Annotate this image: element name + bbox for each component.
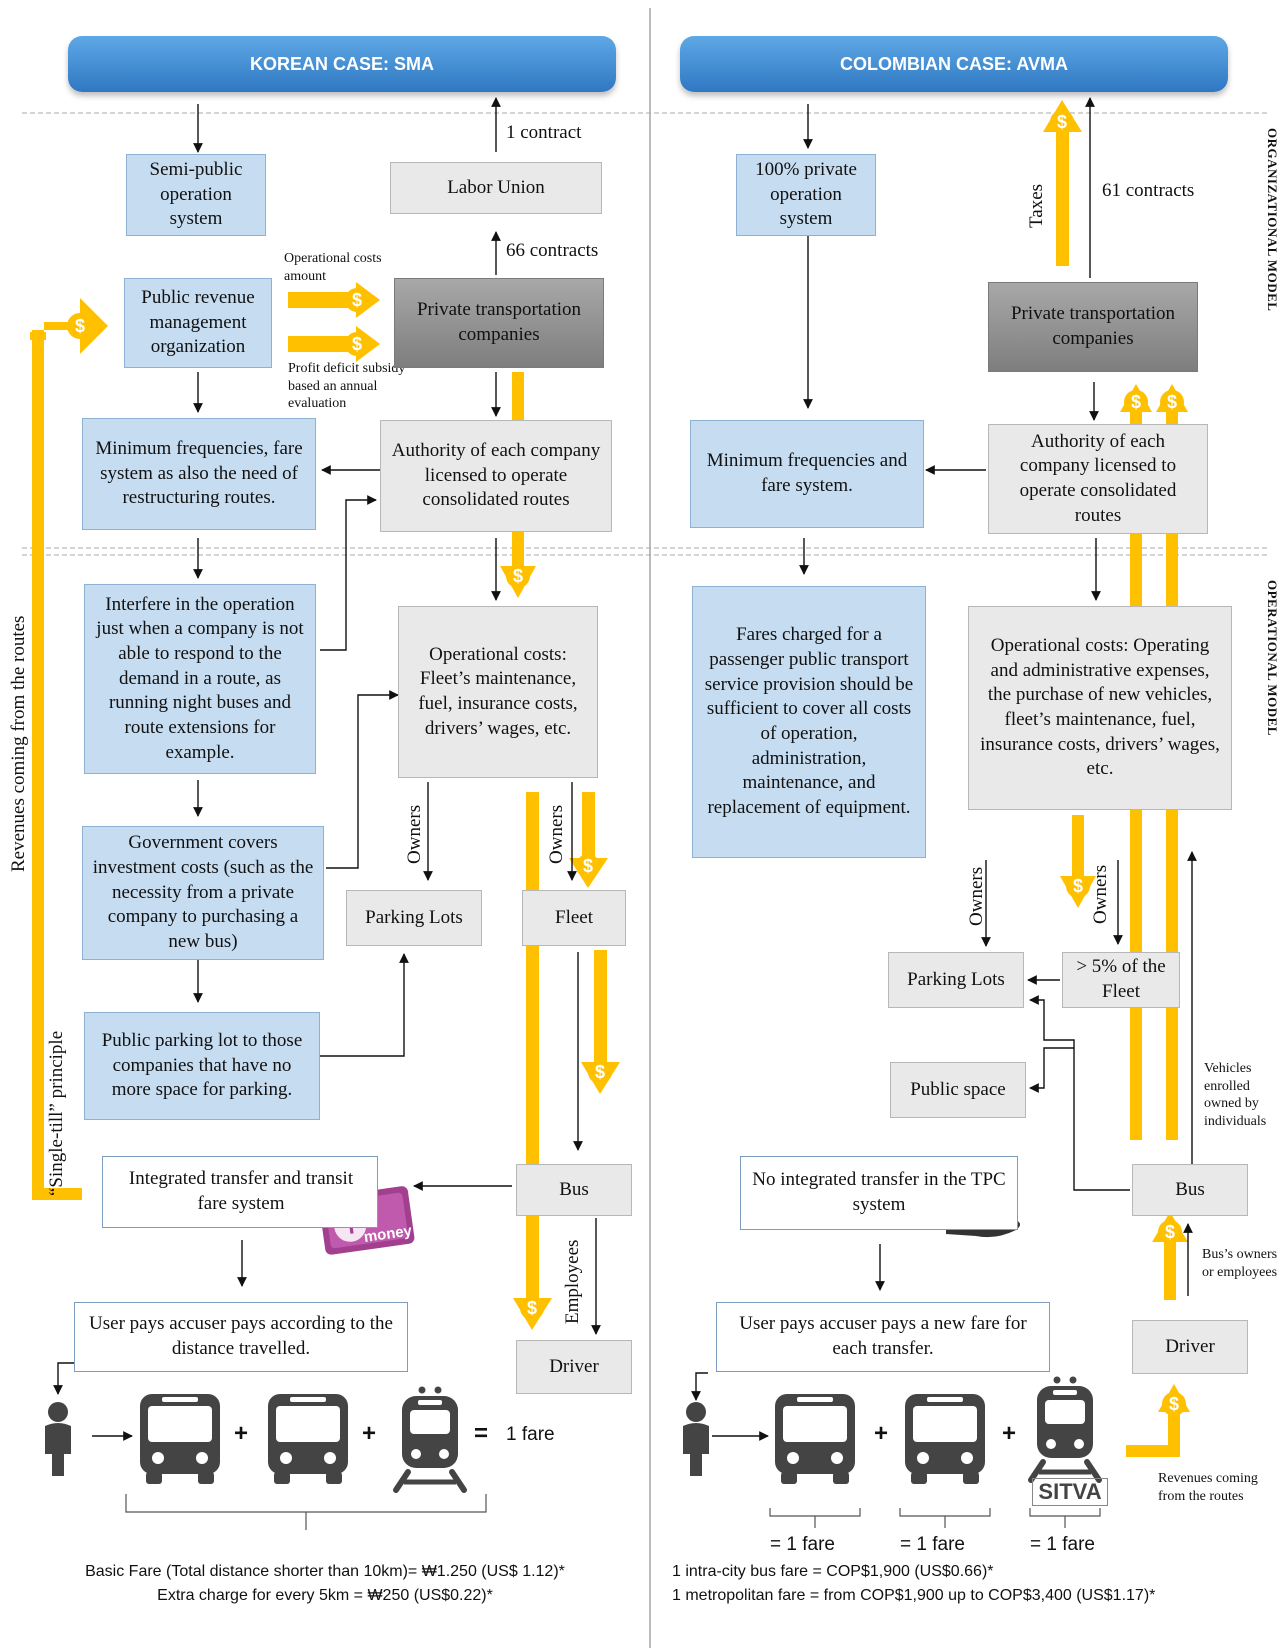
svg-text:$: $ bbox=[595, 1062, 605, 1082]
revenues-routes-label-korea: Revenues coming from the routes bbox=[8, 615, 29, 872]
min-freq-box-colombia: Minimum frequencies and fare system. bbox=[690, 420, 924, 528]
sixtyone-contracts-label: 61 contracts bbox=[1102, 180, 1195, 201]
owners-label-korea-2: Owners bbox=[546, 804, 567, 864]
basic-fare-text: Basic Fare (Total distance shorter than … bbox=[85, 1563, 565, 1580]
svg-text:$: $ bbox=[527, 1298, 537, 1318]
fleet-box-korea: Fleet bbox=[522, 890, 626, 946]
svg-text:$: $ bbox=[1165, 1222, 1175, 1242]
user-pays-box-colombia: User pays accuser pays a new fare for ea… bbox=[716, 1302, 1050, 1372]
extra-charge-text: Extra charge for every 5km = ₩250 (US$0.… bbox=[157, 1587, 493, 1604]
dollar-icon: $ bbox=[588, 1060, 612, 1084]
equals-sign: = bbox=[474, 1420, 489, 1447]
dollar-icon: $ bbox=[67, 313, 93, 339]
sitva-logo: SITVA bbox=[1032, 1478, 1108, 1506]
taxes-label: Taxes bbox=[1026, 183, 1047, 228]
one-fare-label-korea: 1 fare bbox=[506, 1424, 555, 1445]
private-companies-box-colombia: Private transportation companies bbox=[988, 282, 1198, 372]
dollar-icon: $ bbox=[345, 288, 369, 312]
plus-sign: + bbox=[234, 1420, 249, 1447]
operational-model-label: OPERATIONAL MODEL bbox=[1265, 580, 1280, 736]
interfere-box: Interfere in the operation just when a c… bbox=[84, 584, 316, 774]
dollar-icon: $ bbox=[1162, 1392, 1186, 1416]
bus-icon bbox=[268, 1394, 348, 1484]
integrated-fare-box: Integrated transfer and transit fare sys… bbox=[102, 1156, 378, 1228]
svg-text:$: $ bbox=[1167, 392, 1177, 412]
fare-each-label-3: = 1 fare bbox=[1030, 1534, 1095, 1555]
dollar-icon: $ bbox=[1160, 390, 1184, 414]
public-space-box: Public space bbox=[890, 1062, 1026, 1118]
svg-text:$: $ bbox=[75, 316, 85, 336]
semi-public-box: Semi-public operation system bbox=[126, 154, 266, 236]
private-companies-box-korea: Private transportation companies bbox=[394, 278, 604, 368]
svg-text:$: $ bbox=[1131, 392, 1141, 412]
min-freq-box-korea: Minimum frequencies, fare system as also… bbox=[82, 418, 316, 530]
person-icon bbox=[45, 1402, 71, 1476]
owners-label-colombia-1: Owners bbox=[966, 866, 987, 926]
intra-city-fare-text: 1 intra-city bus fare = COP$1,900 (US$0.… bbox=[672, 1563, 994, 1580]
driver-box-colombia: Driver bbox=[1132, 1320, 1248, 1374]
dollar-icon: $ bbox=[1066, 874, 1090, 898]
organizational-model-label: ORGANIZATIONAL MODEL bbox=[1265, 128, 1280, 312]
five-pct-fleet-box: > 5% of the Fleet bbox=[1062, 952, 1180, 1008]
public-parking-box: Public parking lot to those companies th… bbox=[84, 1012, 320, 1120]
svg-text:$: $ bbox=[1073, 876, 1083, 896]
train-icon bbox=[1031, 1377, 1099, 1481]
op-costs-box-korea: Operational costs: Fleet’s maintenance, … bbox=[398, 606, 598, 778]
svg-text:$: $ bbox=[352, 334, 362, 354]
plus-sign: + bbox=[362, 1420, 377, 1447]
svg-text:$: $ bbox=[352, 290, 362, 310]
bus-icon bbox=[775, 1394, 855, 1484]
sixtysix-contracts-label: 66 contracts bbox=[506, 240, 599, 261]
fare-each-label-1: = 1 fare bbox=[770, 1534, 835, 1555]
svg-text:$: $ bbox=[1057, 112, 1067, 132]
op-costs-box-colombia: Operational costs: Operating and adminis… bbox=[968, 606, 1232, 810]
dollar-icon: $ bbox=[576, 854, 600, 878]
dollar-icon: $ bbox=[345, 332, 369, 356]
parking-lots-box-colombia: Parking Lots bbox=[888, 952, 1024, 1008]
owners-label-colombia-2: Owners bbox=[1090, 864, 1111, 924]
dollar-icon: $ bbox=[506, 564, 530, 588]
authority-box-korea: Authority of each company licensed to op… bbox=[380, 420, 612, 532]
driver-box-korea: Driver bbox=[516, 1340, 632, 1394]
owners-label-korea-1: Owners bbox=[404, 804, 425, 864]
metropolitan-fare-text: 1 metropolitan fare = from COP$1,900 up … bbox=[672, 1587, 1156, 1604]
private-system-box: 100% private operation system bbox=[736, 154, 876, 236]
bus-box-colombia: Bus bbox=[1132, 1164, 1248, 1216]
fare-each-label-2: = 1 fare bbox=[900, 1534, 965, 1555]
profit-deficit-label: Profit deficit subsidy based an annual e… bbox=[288, 361, 406, 411]
parking-lots-box-korea: Parking Lots bbox=[346, 890, 482, 946]
one-contract-label: 1 contract bbox=[506, 122, 582, 143]
bus-icon bbox=[905, 1394, 985, 1484]
no-integrated-box: No integrated transfer in the TPC system bbox=[740, 1156, 1018, 1230]
single-till-label: “Single-till” principle bbox=[46, 1030, 67, 1196]
revenues-routes-label-colombia: Revenues coming from the routes bbox=[1158, 1471, 1258, 1504]
employees-label: Employees bbox=[562, 1239, 583, 1324]
header-colombian-case: COLOMBIAN CASE: AVMA bbox=[680, 36, 1228, 92]
plus-sign: + bbox=[1002, 1420, 1017, 1447]
authority-box-colombia: Authority of each company licensed to op… bbox=[988, 424, 1208, 534]
operational-costs-amount-label: Operational costs amount bbox=[284, 251, 382, 284]
dollar-icon: $ bbox=[520, 1296, 544, 1320]
fares-charged-box: Fares charged for a passenger public tra… bbox=[692, 586, 926, 858]
svg-text:$: $ bbox=[513, 566, 523, 586]
user-pays-box-korea: User pays accuser pays according to the … bbox=[74, 1302, 408, 1372]
bus-owners-label: Bus’s owners or employees bbox=[1202, 1247, 1278, 1280]
plus-sign: + bbox=[874, 1420, 889, 1447]
svg-text:money: money bbox=[363, 1222, 414, 1246]
labor-union-box: Labor Union bbox=[390, 162, 602, 214]
train-icon bbox=[396, 1387, 464, 1491]
header-korean-case: KOREAN CASE: SMA bbox=[68, 36, 616, 92]
person-icon bbox=[683, 1402, 709, 1476]
dollar-icon: $ bbox=[1124, 390, 1148, 414]
dollar-icon: $ bbox=[1050, 110, 1074, 134]
vehicles-enrolled-label: Vehicles enrolled owned by individuals bbox=[1204, 1061, 1267, 1129]
svg-text:$: $ bbox=[583, 856, 593, 876]
svg-text:$: $ bbox=[1169, 1394, 1179, 1414]
dollar-icon: $ bbox=[1158, 1220, 1182, 1244]
bus-box-korea: Bus bbox=[516, 1164, 632, 1216]
gov-covers-box: Government covers investment costs (such… bbox=[82, 826, 324, 960]
bus-icon bbox=[140, 1394, 220, 1484]
public-revenue-box: Public revenue management organization bbox=[124, 278, 272, 368]
